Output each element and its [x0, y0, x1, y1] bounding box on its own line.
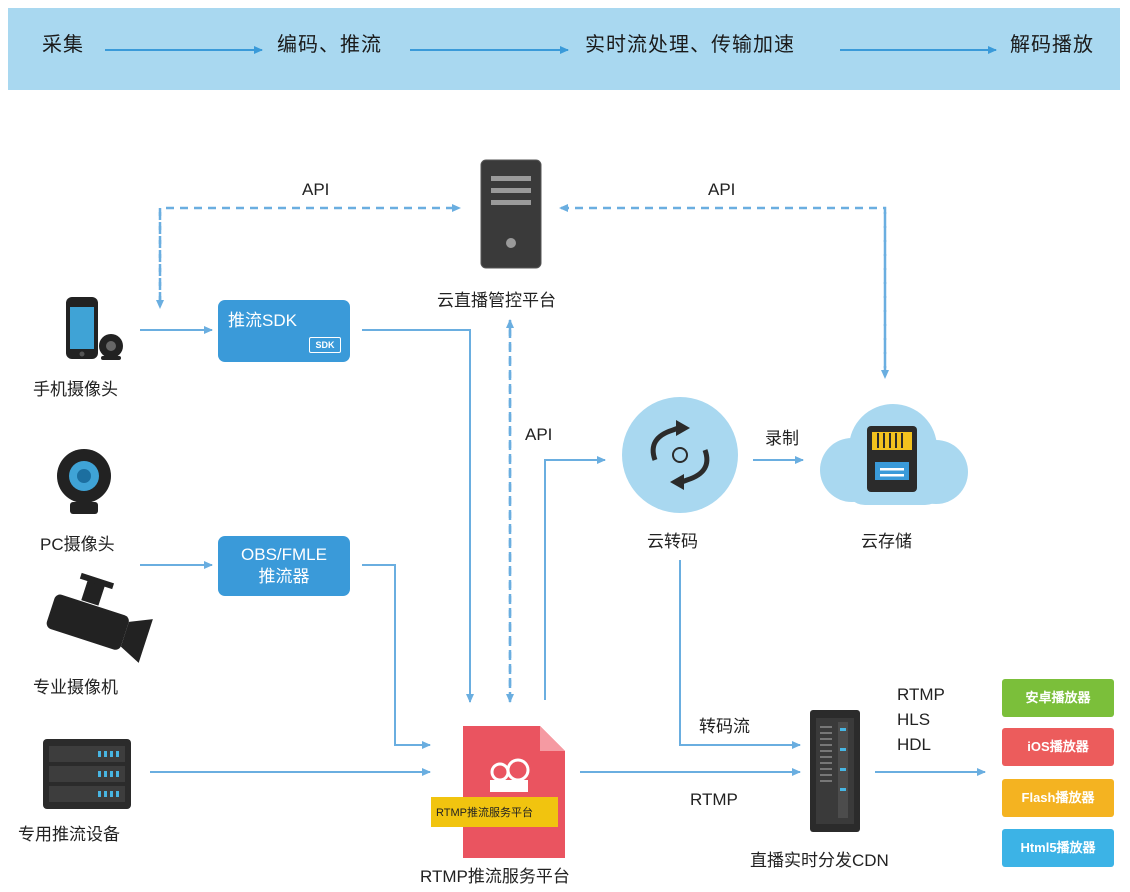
player-android: 安卓播放器	[1002, 679, 1114, 717]
api-label-left: API	[302, 180, 330, 199]
push-sdk-label: 推流SDK	[228, 311, 297, 330]
rtmp-link-label: RTMP	[690, 790, 738, 809]
cloud-storage-label: 云存储	[861, 532, 912, 551]
obs-line1: OBS/FMLE	[241, 545, 327, 564]
sdk-badge: SDK	[309, 337, 341, 353]
server-icon	[480, 159, 542, 269]
source-pro-label: 专业摄像机	[33, 678, 118, 697]
api-dashed-left	[158, 204, 461, 300]
record-label: 录制	[765, 429, 799, 448]
obs-fmle-button: OBS/FMLE 推流器	[218, 536, 350, 596]
webcam-small-icon	[99, 334, 123, 360]
rtmp-document-icon	[431, 726, 565, 858]
rack-device-icon	[43, 739, 131, 809]
stage-decode-play: 解码播放	[1010, 34, 1094, 56]
cdn-tower-icon	[810, 710, 860, 832]
obs-line2: 推流器	[258, 567, 310, 586]
cdn-label: 直播实时分发CDN	[750, 851, 889, 870]
pc-webcam-icon	[57, 449, 111, 514]
api-label-right: API	[708, 180, 736, 199]
stage-capture: 采集	[42, 34, 84, 56]
transcode-stream-label: 转码流	[699, 717, 750, 736]
source-device-label: 专用推流设备	[18, 825, 120, 844]
phone-icon	[66, 297, 98, 359]
rtmp-doc-label: RTMP推流服务平台	[436, 807, 533, 819]
stage-processing: 实时流处理、传输加速	[585, 34, 795, 56]
player-html5: Html5播放器	[1002, 829, 1114, 867]
cloud-transcode-label: 云转码	[647, 532, 698, 551]
api-label-mid: API	[525, 425, 553, 444]
rtmp-platform-label: RTMP推流服务平台	[420, 867, 570, 886]
cloud-storage-icon	[820, 404, 968, 505]
push-sdk-button: 推流SDK SDK	[218, 300, 350, 362]
source-phone-label: 手机摄像头	[33, 380, 118, 399]
stage-encode-push: 编码、推流	[277, 34, 382, 56]
transcode-icon	[622, 397, 738, 513]
pro-camera-icon	[46, 572, 153, 663]
player-flash: Flash播放器	[1002, 779, 1114, 817]
arrow-rtmp-transcode	[544, 456, 606, 700]
api-dashed-right	[559, 204, 887, 368]
arrow-transcode-cdn	[679, 560, 801, 749]
protocol-rtmp: RTMP	[897, 685, 945, 704]
arrow-sdk-rtmp	[362, 329, 474, 703]
protocol-hls: HLS	[897, 710, 931, 729]
source-pc-label: PC摄像头	[40, 535, 115, 554]
player-ios: iOS播放器	[1002, 728, 1114, 766]
protocol-hdl: HDL	[897, 735, 932, 754]
control-platform-label: 云直播管控平台	[437, 291, 556, 310]
arrow-obs-rtmp	[362, 564, 431, 749]
